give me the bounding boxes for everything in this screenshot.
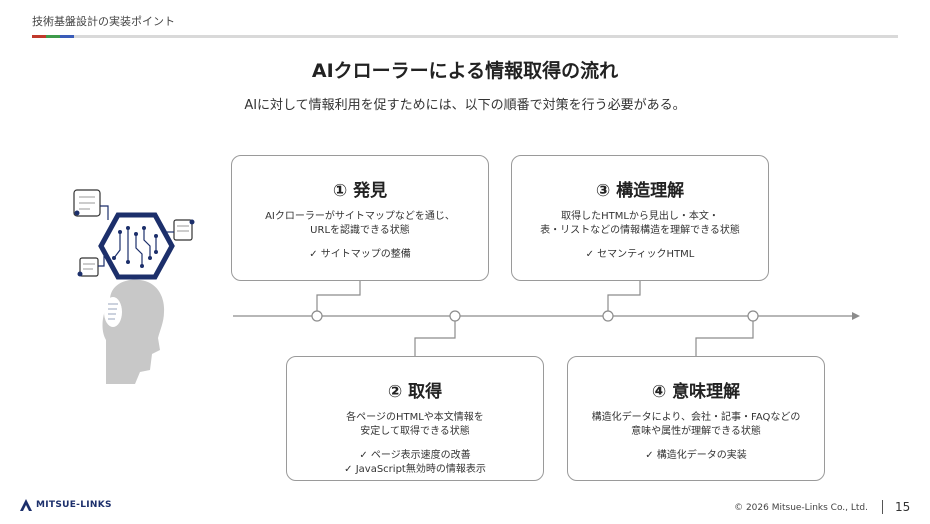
card-title: ② 取得 (387, 382, 443, 402)
card-desc-line: 意味や属性が理解できる状態 (631, 426, 761, 437)
copyright: © 2026 Mitsue-Links Co., Ltd. (734, 503, 868, 513)
mitsue-links-logo-icon (20, 499, 32, 511)
slide-subtitle: AIに対して情報利用を促すためには、以下の順番で対策を行う必要がある。 (244, 98, 686, 113)
header-rule (32, 35, 898, 38)
section-label: 技術基盤設計の実装ポイント (32, 15, 175, 28)
card-desc-line: URLを認識できる状態 (310, 225, 410, 236)
card-checklist: ✓ 構造化データの実装 (568, 449, 824, 463)
step-card-structure: ③ 構造理解 取得したHTMLから見出し・本文・ 表・リストなどの情報構造を理解… (511, 155, 769, 281)
card-desc-line: AIクローラーがサイトマップなどを通じ、 (265, 211, 455, 222)
card-desc-line: 構造化データにより、会社・記事・FAQなどの (591, 412, 801, 423)
card-desc-line: 各ページのHTMLや本文情報を (346, 412, 484, 423)
timeline-arrowhead-icon (852, 312, 860, 320)
check-item: ✓ JavaScript無効時の情報表示 (344, 464, 486, 475)
card-description: 構造化データにより、会社・記事・FAQなどの 意味や属性が理解できる状態 (568, 411, 824, 439)
check-item: ✓ 構造化データの実装 (645, 450, 747, 461)
card-desc-line: 安定して取得できる状態 (360, 426, 470, 437)
check-item: ✓ サイトマップの整備 (309, 249, 411, 260)
card-desc-line: 表・リストなどの情報構造を理解できる状態 (540, 225, 740, 236)
timeline-node-4 (747, 310, 759, 322)
connector-3 (607, 281, 641, 316)
timeline-node-2 (449, 310, 461, 322)
timeline-node-3 (602, 310, 614, 322)
ai-head-chip-icon (73, 189, 195, 384)
accent-blue (60, 35, 74, 38)
card-description: AIクローラーがサイトマップなどを通じ、 URLを認識できる状態 (232, 210, 488, 238)
card-desc-line: 取得したHTMLから見出し・本文・ (561, 211, 719, 222)
card-checklist: ✓ サイトマップの整備 (232, 248, 488, 262)
accent-green (46, 35, 60, 38)
step-card-discovery: ① 発見 AIクローラーがサイトマップなどを通じ、 URLを認識できる状態 ✓ … (231, 155, 489, 281)
header-rule-accent (32, 35, 74, 38)
company-logo: MITSUE-LINKS (20, 499, 112, 511)
accent-red (32, 35, 46, 38)
card-title: ③ 構造理解 (595, 181, 685, 201)
slide-title: AIクローラーによる情報取得の流れ (311, 60, 619, 82)
connector-4 (695, 316, 754, 356)
step-card-meaning: ④ 意味理解 構造化データにより、会社・記事・FAQなどの 意味や属性が理解でき… (567, 356, 825, 481)
card-title: ④ 意味理解 (651, 382, 741, 402)
step-card-acquisition: ② 取得 各ページのHTMLや本文情報を 安定して取得できる状態 ✓ ページ表示… (286, 356, 544, 481)
connector-1 (316, 281, 361, 316)
logo-text: MITSUE-LINKS (36, 500, 112, 510)
connector-2 (414, 316, 456, 356)
page-separator (882, 500, 883, 514)
card-checklist: ✓ セマンティックHTML (512, 248, 768, 262)
page-number: 15 (895, 500, 911, 514)
card-checklist: ✓ ページ表示速度の改善 ✓ JavaScript無効時の情報表示 (287, 449, 543, 477)
card-description: 各ページのHTMLや本文情報を 安定して取得できる状態 (287, 411, 543, 439)
check-item: ✓ ページ表示速度の改善 (359, 450, 471, 461)
check-item: ✓ セマンティックHTML (585, 249, 695, 260)
timeline-node-1 (311, 310, 323, 322)
card-description: 取得したHTMLから見出し・本文・ 表・リストなどの情報構造を理解できる状態 (512, 210, 768, 238)
card-title: ① 発見 (332, 181, 388, 201)
